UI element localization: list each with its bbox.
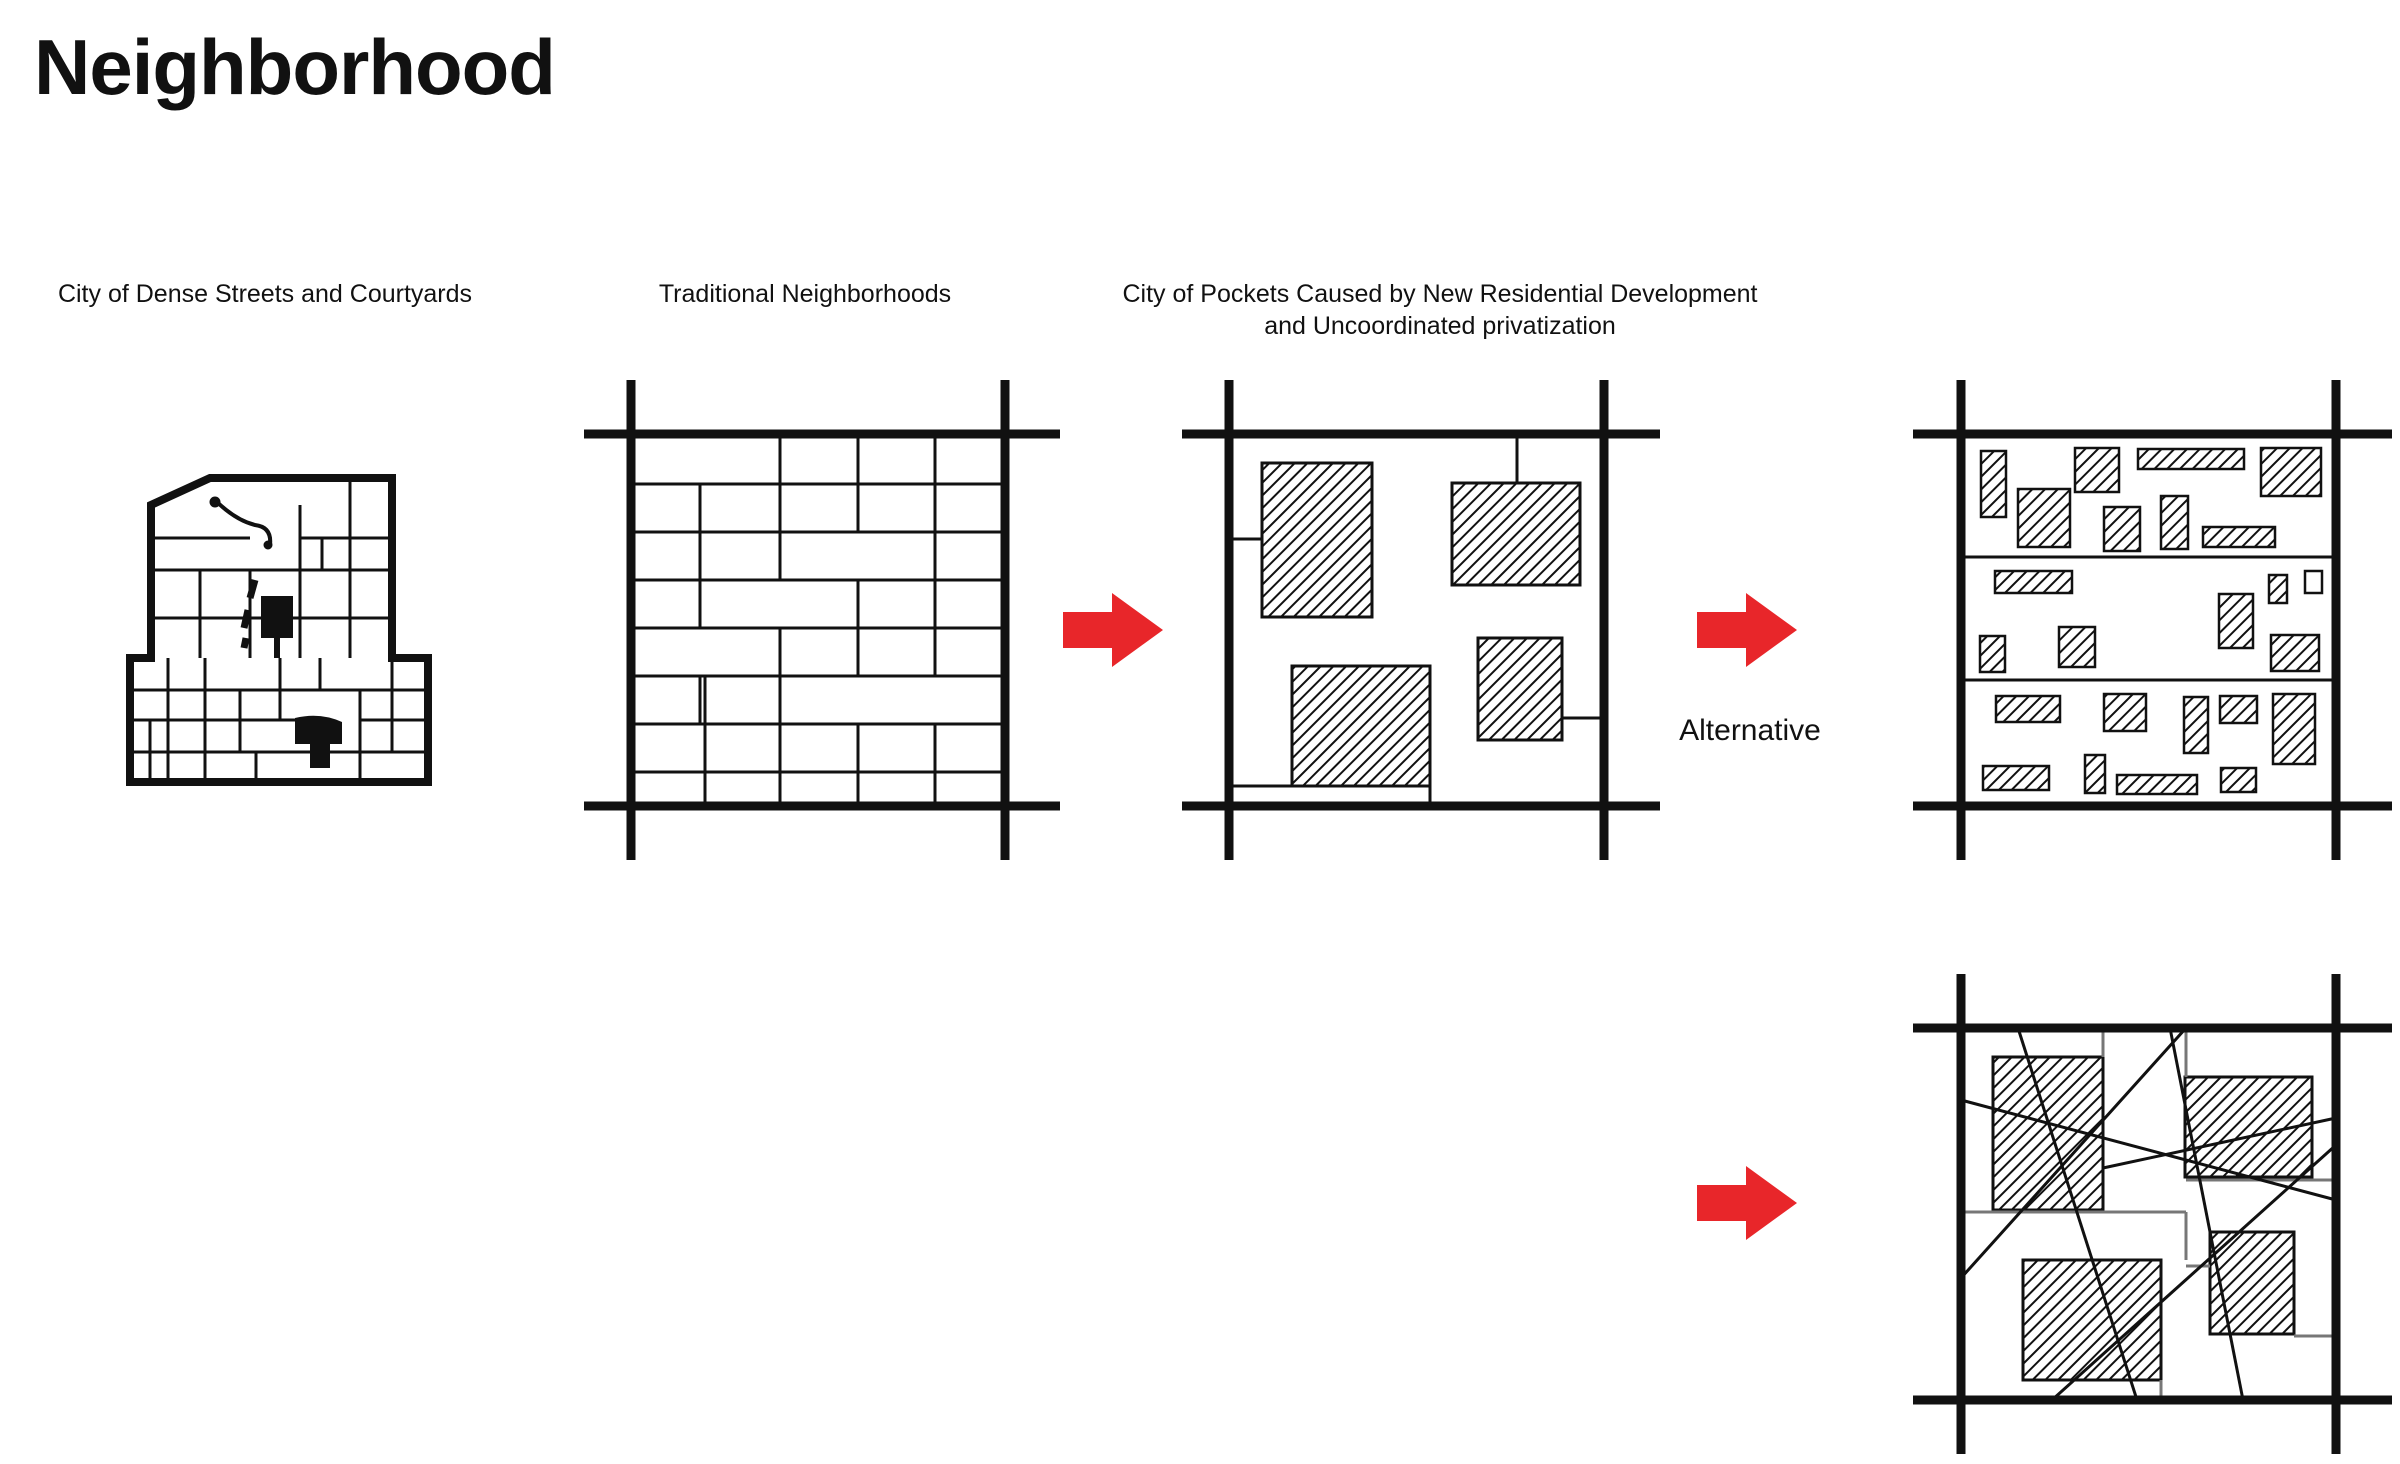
dense-city-plan <box>126 474 432 786</box>
caption-city-of-pockets: City of Pockets Caused by New Residentia… <box>1060 278 1820 342</box>
arrow-right-icon <box>1697 593 1797 667</box>
caption-traditional-neighborhoods: Traditional Neighborhoods <box>658 280 952 308</box>
permeable-pockets-plan <box>1913 974 2392 1454</box>
caption-dense-city: City of Dense Streets and Courtyards <box>57 280 473 308</box>
page-title: Neighborhood <box>34 23 556 111</box>
alternative-label: Alternative <box>1679 714 1821 747</box>
arrow-right-icon <box>1697 1166 1797 1240</box>
caption-pockets-line-1: City of Pockets Caused by New Residentia… <box>1122 280 1758 308</box>
caption-pockets-line-2: and Uncoordinated privatization <box>1264 312 1616 340</box>
dispersed-blocks-plan <box>1913 380 2392 860</box>
city-of-pockets-plan <box>1182 380 1660 860</box>
traditional-neighborhood-grid <box>584 380 1060 860</box>
arrow-right-icon <box>1063 593 1163 667</box>
